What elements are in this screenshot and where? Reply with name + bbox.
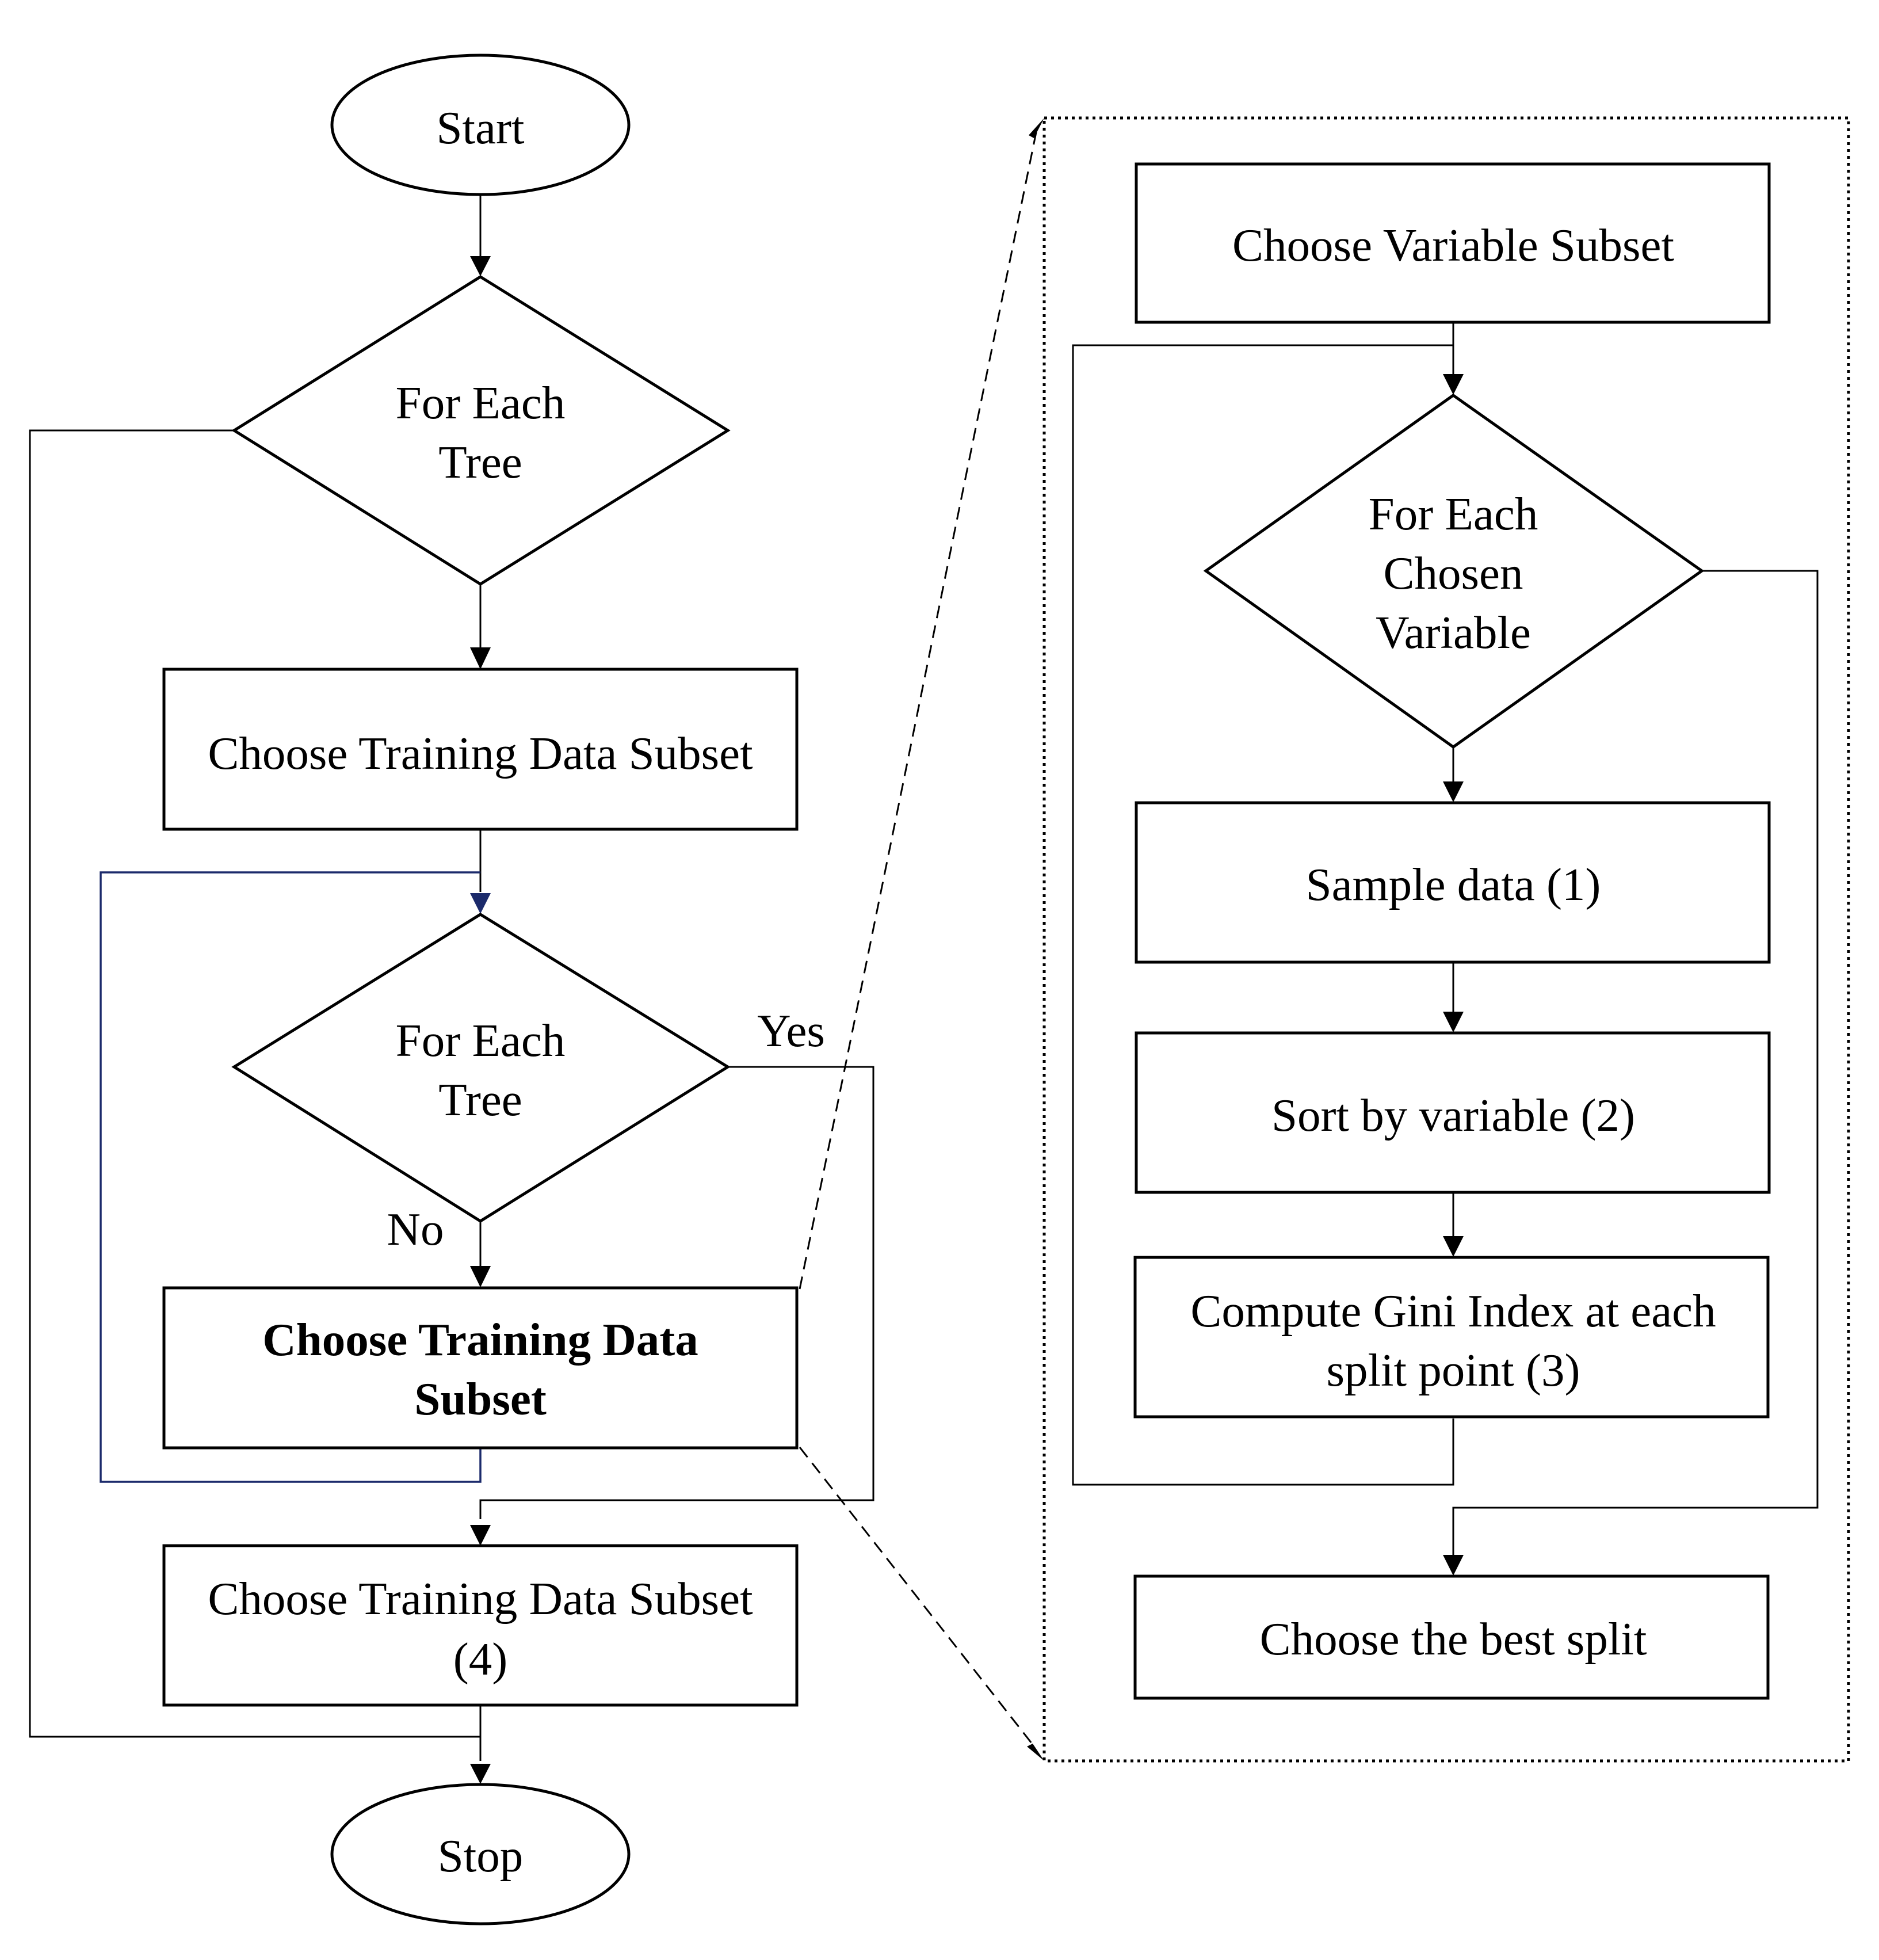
arrowhead-variable-diamond [1443,374,1464,395]
arrowhead-sample [1443,781,1464,802]
arrowhead-sort [1443,1012,1464,1032]
best-split-label: Choose the best split [1260,1613,1647,1665]
detail-callout [799,116,1850,1763]
connector-variable-loop [1072,322,1454,1486]
variable-loop-diamond [1203,393,1705,749]
detail-frame [1042,116,1850,1763]
node-stop: Stop [330,1783,631,1925]
box2-rect [162,1286,799,1450]
sort-rect [1135,1031,1771,1194]
loop1-diamond [231,275,731,586]
box2-label-line1: Choose Training Data [262,1314,698,1366]
arrowhead-loop2 [470,893,491,914]
gini-label-line1: Compute Gini Index at each [1190,1285,1716,1337]
node-box2: Choose Training Data Subset [162,1286,799,1450]
box3-label-line1: Choose Training Data Subset [208,1573,753,1625]
callout-line-bottom [799,1447,1037,1749]
variable-subset-label: Choose Variable Subset [1232,219,1674,271]
connector-inner-loop [100,871,482,1483]
stop-label: Stop [438,1830,524,1882]
loop2-label-line2: Tree [438,1074,522,1126]
box2-label-line2: Subset [414,1373,547,1425]
node-best-split: Choose the best split [1133,1574,1770,1700]
connector-outer-loop [29,429,480,1738]
loop2-label-line1: For Each [396,1015,566,1066]
label-yes: Yes [757,1005,825,1057]
sort-label: Sort by variable (2) [1271,1089,1635,1141]
start-oval [330,54,631,196]
node-sort: Sort by variable (2) [1135,1031,1771,1194]
box3-label-line2: (4) [453,1633,507,1685]
best-split-rect [1133,1574,1770,1700]
arrowhead-stop [470,1764,491,1784]
sample-label: Sample data (1) [1306,859,1601,910]
node-box1: Choose Training Data Subset [162,668,799,831]
label-no: No [387,1203,444,1255]
node-loop2: For Each Tree [231,913,731,1223]
node-gini: Compute Gini Index at each split point (… [1133,1256,1770,1418]
box1-label: Choose Training Data Subset [208,727,753,779]
connector-yes-branch [479,1066,874,1519]
connector-diamond-best [1452,570,1819,1557]
arrowheads [470,256,1464,1784]
connectors [29,195,1819,1761]
callout-arrow-top [1029,118,1044,138]
gini-rect [1133,1256,1770,1418]
arrowhead-box3 [470,1525,491,1546]
node-variable-loop: For Each Chosen Variable [1203,393,1705,749]
arrowhead-best [1443,1555,1464,1576]
box3-rect [162,1544,799,1707]
arrowhead-box1 [470,647,491,669]
arrowhead-loop1 [470,256,491,276]
variable-loop-label-line3: Variable [1376,607,1531,658]
stop-oval [330,1783,631,1925]
arrowhead-gini [1443,1236,1464,1257]
start-label: Start [437,102,525,154]
callout-arrow-bottom [1027,1744,1044,1761]
variable-loop-label-line2: Chosen [1384,547,1523,599]
arrowhead-box2 [470,1266,491,1287]
loop1-label-line1: For Each [396,377,566,429]
gini-label-line2: split point (3) [1327,1344,1580,1396]
loop1-label-line2: Tree [438,436,522,488]
variable-subset-rect [1135,162,1771,324]
node-loop1: For Each Tree [231,275,731,586]
node-sample: Sample data (1) [1135,801,1771,964]
callout-line-top [799,129,1038,1290]
sample-rect [1135,801,1771,964]
loop2-diamond [231,913,731,1223]
variable-loop-label-line1: For Each [1369,488,1538,540]
node-box3: Choose Training Data Subset (4) [162,1544,799,1707]
node-variable-subset: Choose Variable Subset [1135,162,1771,324]
node-start: Start [330,54,631,196]
box1-rect [162,668,799,831]
